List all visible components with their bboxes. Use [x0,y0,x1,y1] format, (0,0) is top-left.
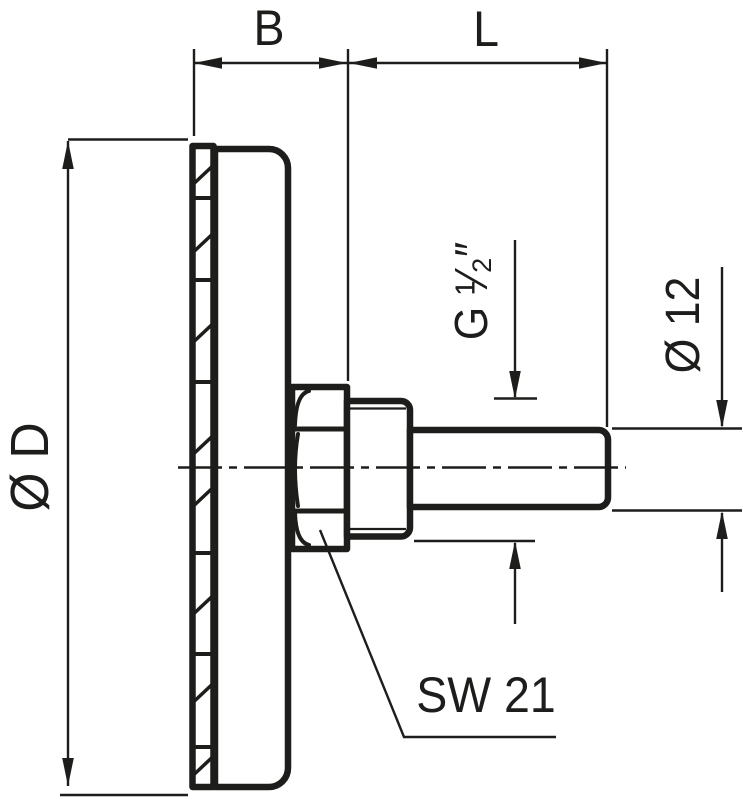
dim-label-wrench-size: SW 21 [416,667,556,723]
wrench-size-leader-line [318,529,556,739]
dim-label-dial-diameter: Ø D [0,422,60,512]
dim-case-depth-and-stem-length [192,49,609,427]
dim-label-stem-length: L [473,1,499,57]
bezel-hatch-marks [192,165,214,776]
dim-label-stem-diameter: Ø 12 [657,276,710,374]
dim-label-case-depth: B [253,0,285,56]
dim-label-thread-size: G ¹⁄₂″ [445,241,497,341]
dim-thread-size [414,240,537,624]
dim-dial-diameter [60,138,188,797]
dim-stem-diameter [612,267,742,592]
